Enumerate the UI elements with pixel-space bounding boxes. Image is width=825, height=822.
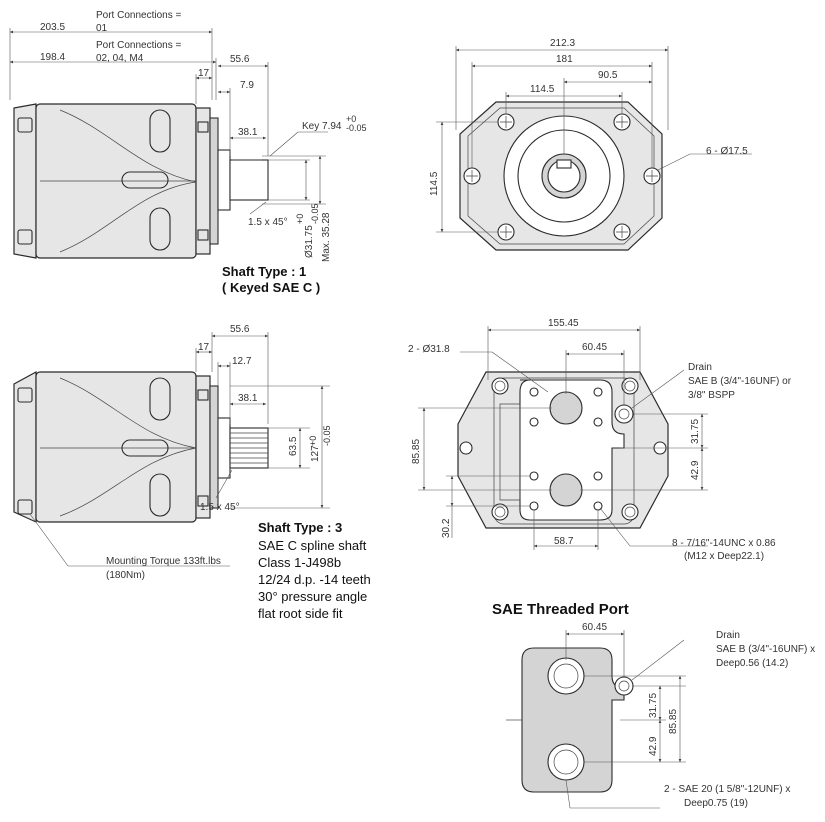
spline-teeth — [230, 432, 268, 464]
sae-dim-85-85: 85.85 — [668, 709, 679, 734]
shaft-type-3-line-2: Class 1-J498b — [258, 555, 341, 570]
mid-side-view: 55.6 17 12.7 38.1 63.5 127 +0 -0.05 1.5 … — [13, 324, 371, 621]
sae-dim-31-75: 31.75 — [648, 693, 659, 718]
dim-30-2: 30.2 — [441, 518, 452, 538]
shaft-type-1-subtitle: ( Keyed SAE C ) — [222, 280, 320, 295]
dim-90-5: 90.5 — [598, 70, 618, 81]
drain-title: Drain — [688, 362, 712, 373]
mid-front-view: 155.45 60.45 2 - Ø31.8 Drain SAE B (3/4"… — [408, 318, 792, 562]
bolts-line-1: 8 - 7/16"-14UNC x 0.86 — [672, 538, 776, 549]
dim-60-45: 60.45 — [582, 342, 607, 353]
mounting-torque-line-2: (180Nm) — [106, 570, 145, 581]
shaft-type-1-title: Shaft Type : 1 — [222, 264, 306, 279]
port-connections-02-label: Port Connections = — [96, 40, 181, 51]
dim-17: 17 — [198, 68, 210, 79]
chamfer-label: 1.5 x 45° — [248, 217, 288, 228]
dim-7-9: 7.9 — [240, 80, 254, 91]
sae-threaded-port-view: SAE Threaded Port 60.45 Drain SAE B (3/4… — [492, 601, 815, 809]
dim-85-85: 85.85 — [411, 439, 422, 464]
drain-line-1: SAE B (3/4"-16UNF) or — [688, 376, 792, 387]
holes-label: 6 - Ø17.5 — [706, 146, 748, 157]
dia-tol-plus: +0 — [295, 214, 305, 224]
port-connections-01-value: 01 — [96, 23, 108, 34]
shaft-type-3-line-3: 12/24 d.p. -14 teeth — [258, 572, 371, 587]
dim-42-9: 42.9 — [690, 460, 701, 480]
key-tol-plus: +0 — [346, 114, 356, 124]
dim-127-tol-minus: -0.05 — [322, 425, 332, 446]
shaft-type-3-title: Shaft Type : 3 — [258, 520, 342, 535]
mounting-torque-line-1: Mounting Torque 133ft.lbs — [106, 556, 221, 567]
shaft-type-3-line-5: flat root side fit — [258, 606, 343, 621]
sae-ports-line-2: Deep0.75 (19) — [684, 798, 748, 809]
dim-55-6: 55.6 — [230, 54, 250, 65]
dia-31-75: Ø31.75 — [304, 225, 315, 258]
sae-ports-line-1: 2 - SAE 20 (1 5/8"-12UNF) x — [664, 784, 790, 795]
chamfer-label-b: 1.5 x 45° — [200, 502, 240, 513]
ports-label: 2 - Ø31.8 — [408, 344, 450, 355]
dim-212-3: 212.3 — [550, 38, 575, 49]
corner-holes — [459, 377, 667, 521]
dim-198-4: 198.4 — [40, 52, 65, 63]
sae-dim-42-9: 42.9 — [648, 736, 659, 756]
top-side-view: Port Connections = 01 203.5 Port Connect… — [9, 10, 367, 295]
dim-127: 127 — [310, 445, 321, 462]
dim-55-6-b: 55.6 — [230, 324, 250, 335]
sae-threaded-port-title: SAE Threaded Port — [492, 601, 629, 618]
key-tol-minus: -0.05 — [346, 123, 367, 133]
dim-12-7: 12.7 — [232, 356, 252, 367]
max-35-28: Max. 35.28 — [321, 212, 332, 262]
dim-58-7: 58.7 — [554, 536, 574, 547]
dim-181: 181 — [556, 54, 573, 65]
dim-63-5: 63.5 — [288, 436, 299, 456]
port-connections-01-label: Port Connections = — [96, 10, 181, 21]
drain-line-2: 3/8" BSPP — [688, 390, 735, 401]
dim-17-b: 17 — [198, 342, 210, 353]
sae-drain-line-2: Deep0.56 (14.2) — [716, 658, 788, 669]
dim-114-5-horizontal: 114.5 — [530, 84, 555, 95]
dim-38-1-b: 38.1 — [238, 393, 258, 404]
dim-203-5: 203.5 — [40, 22, 65, 33]
top-front-view: 212.3 181 90.5 114.5 114.5 6 - Ø17.5 — [429, 38, 752, 251]
dim-38-1: 38.1 — [238, 127, 258, 138]
sae-drain-title: Drain — [716, 630, 740, 641]
dim-114-5-vertical: 114.5 — [429, 171, 440, 196]
shaft-type-3-line-4: 30° pressure angle — [258, 589, 367, 604]
shaft-type-3-line-1: SAE C spline shaft — [258, 538, 367, 553]
bolts-line-2: (M12 x Deep22.1) — [684, 551, 764, 562]
port-connections-02-value: 02, 04, M4 — [96, 53, 144, 64]
sae-drain-line-1: SAE B (3/4"-16UNF) x — [716, 644, 815, 655]
dim-127-tol-plus: +0 — [308, 436, 318, 446]
dim-31-75: 31.75 — [690, 419, 701, 444]
dim-155-45: 155.45 — [548, 318, 579, 329]
sae-dim-60-45: 60.45 — [582, 622, 607, 633]
key-label: Key 7.94 — [302, 121, 342, 132]
dia-tol-minus: -0.05 — [310, 203, 320, 224]
